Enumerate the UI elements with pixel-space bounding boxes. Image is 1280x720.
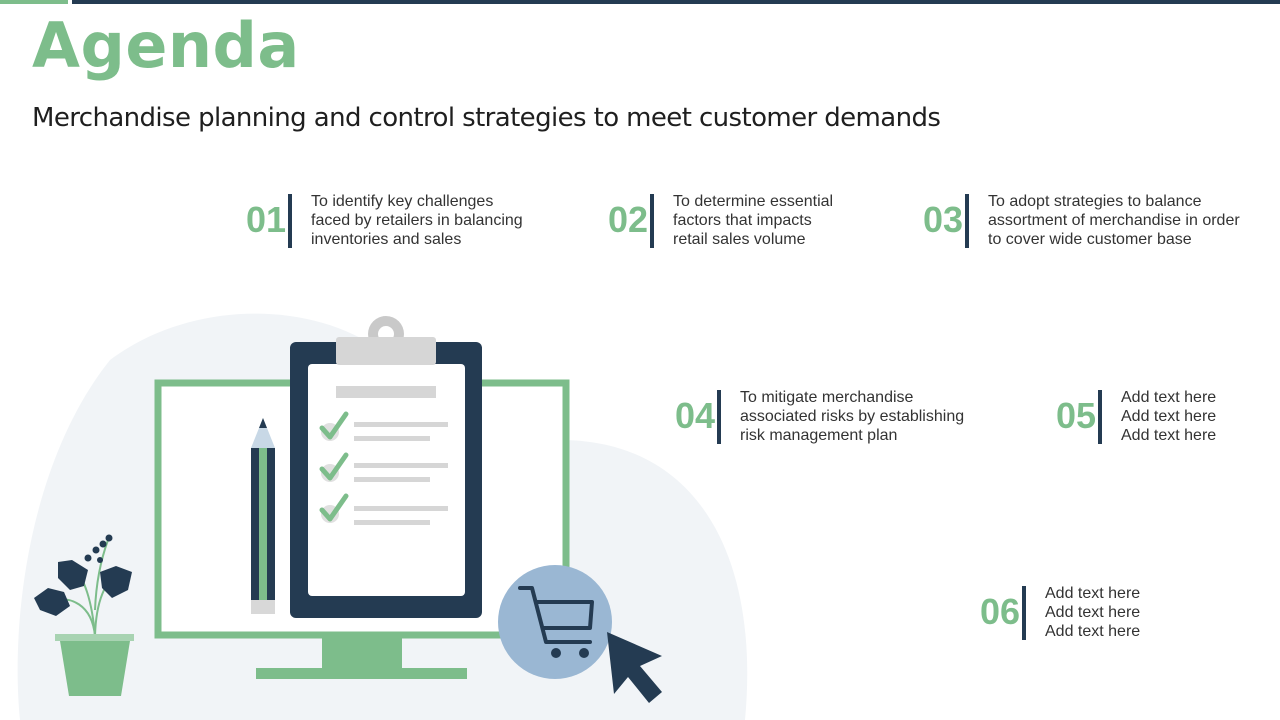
- page-subtitle: Merchandise planning and control strateg…: [32, 103, 941, 133]
- agenda-text-line: risk management plan: [740, 427, 898, 444]
- pencil-icon: [251, 418, 275, 614]
- agenda-item-06: 06 Add text here Add text here Add text …: [960, 584, 1160, 640]
- agenda-text-line: associated risks by establishing: [740, 408, 965, 425]
- agenda-text: To adopt strategies to balance assortmen…: [988, 192, 1240, 249]
- agenda-text-line: retail sales volume: [673, 231, 806, 248]
- agenda-number: 04: [674, 395, 715, 436]
- agenda-number: 01: [245, 199, 286, 240]
- agenda-text-line: Add text here: [1121, 389, 1217, 406]
- agenda-text-line: inventories and sales: [311, 231, 462, 248]
- checkmark-icon: [319, 411, 448, 441]
- agenda-divider: [288, 194, 292, 248]
- agenda-text-line: factors that impacts: [673, 212, 812, 229]
- agenda-text-line: To adopt strategies to balance: [988, 193, 1202, 210]
- agenda-text: Add text here Add text here Add text her…: [1045, 584, 1140, 641]
- agenda-text-line: Add text here: [1045, 623, 1141, 640]
- agenda-text-line: to cover wide customer base: [988, 231, 1192, 248]
- agenda-text: To identify key challenges faced by reta…: [311, 192, 523, 249]
- checkmark-icon: [319, 493, 448, 525]
- agenda-number: 03: [922, 199, 963, 240]
- page-title: Agenda: [32, 9, 300, 82]
- agenda-number: 05: [1055, 395, 1096, 436]
- agenda-divider: [1098, 390, 1102, 444]
- agenda-item-02: 02 To determine essential factors that i…: [588, 192, 888, 248]
- agenda-divider: [965, 194, 969, 248]
- agenda-text-line: assortment of merchandise in order: [988, 212, 1240, 229]
- agenda-text-line: To determine essential: [673, 193, 834, 210]
- agenda-text-line: Add text here: [1121, 427, 1217, 444]
- agenda-number: 02: [607, 199, 648, 240]
- agenda-item-04: 04 To mitigate merchandise associated ri…: [655, 388, 975, 444]
- agenda-divider: [717, 390, 721, 444]
- shopping-cart-icon: [498, 565, 612, 679]
- agenda-text-line: Add text here: [1045, 585, 1141, 602]
- agenda-text-line: faced by retailers in balancing: [311, 212, 523, 229]
- agenda-text-line: To identify key challenges: [311, 193, 494, 210]
- agenda-text-line: Add text here: [1121, 408, 1217, 425]
- agenda-text: To determine essential factors that impa…: [673, 192, 833, 249]
- agenda-number: 06: [979, 591, 1020, 632]
- agenda-divider: [1022, 586, 1026, 640]
- agenda-item-05: 05 Add text here Add text here Add text …: [1036, 388, 1236, 444]
- checkmark-icon: [319, 452, 448, 482]
- agenda-illustration: [17, 313, 748, 720]
- agenda-item-03: 03 To adopt strategies to balance assort…: [903, 192, 1273, 248]
- plant-icon: [34, 534, 134, 696]
- agenda-text: To mitigate merchandise associated risks…: [740, 388, 964, 445]
- agenda-text-line: Add text here: [1045, 604, 1141, 621]
- agenda-item-01: 01 To identify key challenges faced by r…: [226, 192, 546, 248]
- agenda-text: Add text here Add text here Add text her…: [1121, 388, 1216, 445]
- top-accent-bar-green: [0, 0, 68, 4]
- agenda-text-line: To mitigate merchandise: [740, 389, 914, 406]
- cursor-icon: [607, 632, 662, 703]
- top-accent-bar-dark: [72, 0, 1280, 4]
- agenda-divider: [650, 194, 654, 248]
